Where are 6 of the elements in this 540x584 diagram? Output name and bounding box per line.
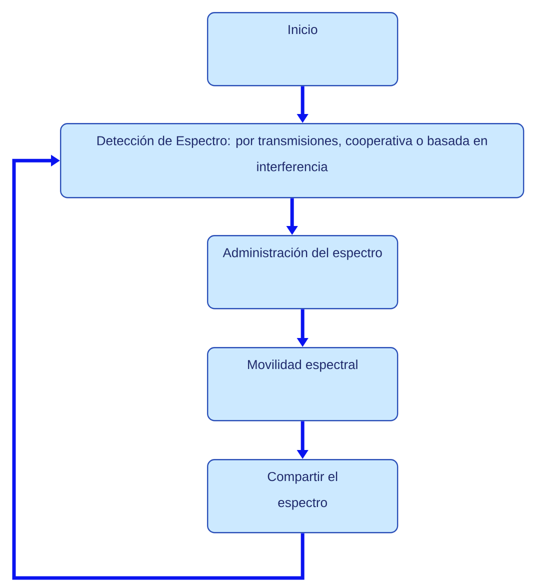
process-box: Detección de Espectro: por transmisiones, cooperativa o basada en interferencia xyxy=(60,123,524,198)
process-box: Movilidad espectral xyxy=(207,347,398,422)
process-box: Inicio xyxy=(207,12,398,86)
arrow xyxy=(12,154,304,580)
process-box: Compartir el espectro xyxy=(207,459,398,534)
process-box: Administración del espectro xyxy=(207,235,398,310)
